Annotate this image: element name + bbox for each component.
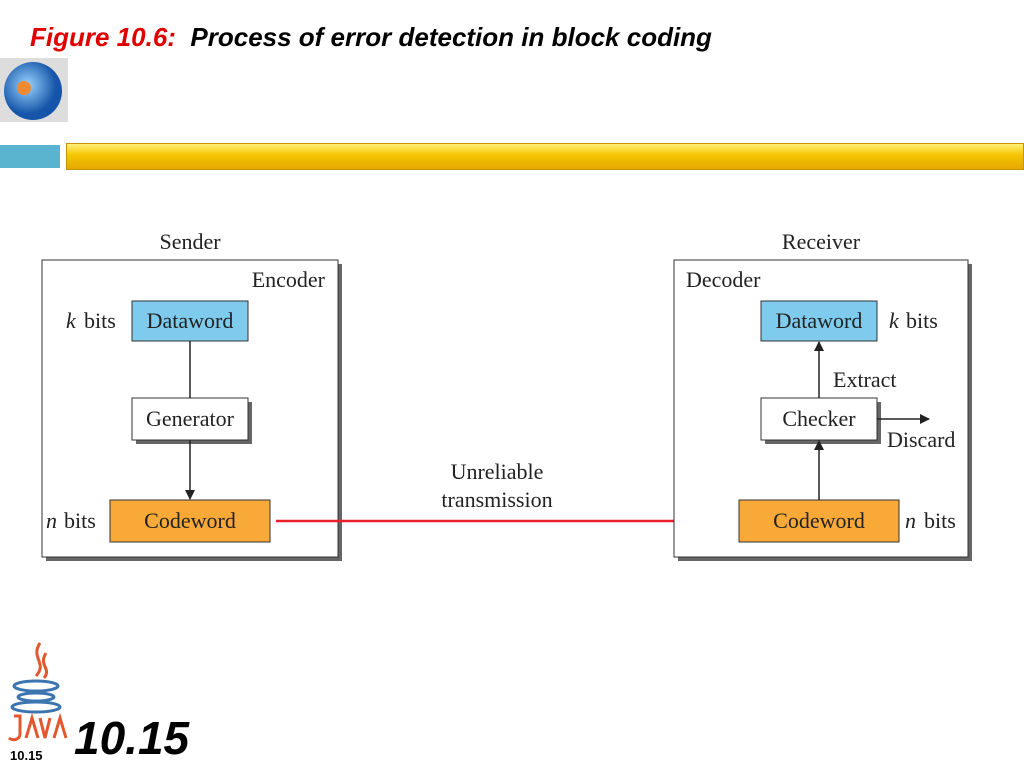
encoder-label: Encoder [252,267,326,292]
receiver-label: Receiver [782,229,861,254]
receiver-dataword-label: Dataword [776,308,863,333]
decoder-label: Decoder [686,267,761,292]
sender-n: n [46,508,57,533]
sender-k-bits: bits [84,308,116,333]
sender-dataword-label: Dataword [147,308,234,333]
sender-codeword-box [109,499,271,543]
generator-box [131,397,249,441]
page-number: 10.15 [74,712,190,764]
sender-k: k [66,308,77,333]
page-number-small: 10.15 [10,748,43,763]
checker-label: Checker [782,406,856,431]
channel-label-1: Unreliable [451,459,544,484]
generator-label: Generator [146,406,235,431]
slide-title: Figure 10.6: Process of error detection … [30,22,712,53]
sender-codeword-label: Codeword [144,508,236,533]
sender-label: Sender [159,229,221,254]
receiver-codeword-box [738,499,900,543]
java-logo-icon [7,642,68,742]
sender-n-bits: bits [64,508,96,533]
channel-label-2: transmission [441,487,552,512]
extract-label: Extract [833,367,897,392]
checker-box [760,397,878,441]
receiver-n-bits: bits [924,508,956,533]
figure-number: Figure 10.6: [30,22,176,52]
sender-dataword-box [131,300,249,342]
receiver-n: n [905,508,916,533]
globe-logo-icon [0,58,68,122]
figure-caption: Process of error detection in block codi… [190,22,712,52]
header-accent-bar [0,145,60,168]
discard-label: Discard [887,427,955,452]
receiver-k: k [889,308,900,333]
receiver-k-bits: bits [906,308,938,333]
header-bar [66,143,1024,170]
receiver-codeword-label: Codeword [773,508,865,533]
